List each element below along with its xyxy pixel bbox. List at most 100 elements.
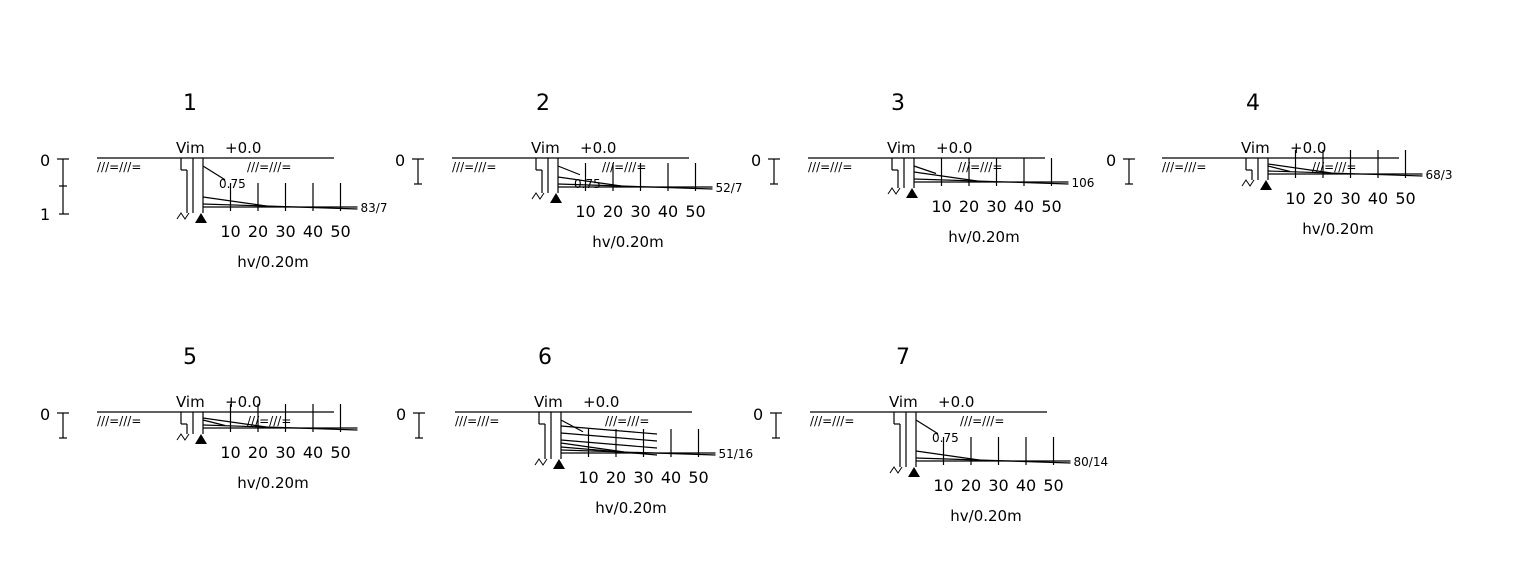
scale-label: hv/0.20m [950, 507, 1021, 525]
probe-tip-icon [550, 193, 562, 203]
axis-tick-label-50: 50 [1395, 189, 1415, 208]
axis-tick-label-30: 30 [1340, 189, 1360, 208]
resistance-profile-lower [913, 171, 978, 182]
axis-tick-label-30: 30 [275, 222, 295, 241]
resistance-band-3 [560, 439, 658, 449]
vim-label: Vim [889, 393, 918, 411]
resistance-profile-lower [202, 417, 267, 428]
axis-tick-label-10: 10 [578, 468, 598, 487]
depth-label-zero: 0 [40, 151, 50, 170]
probe-tip-icon [195, 213, 207, 223]
probe-tip-icon [906, 188, 918, 198]
resistance-profile-end [913, 178, 1069, 185]
resistance-profile-end [202, 424, 358, 431]
axis-tick-label-30: 30 [630, 202, 650, 221]
ratio-label: 0.75 [219, 177, 246, 191]
axis-tick-label-50: 50 [330, 222, 350, 241]
resistance-profile-upper [1267, 165, 1291, 173]
depth-label-zero: 0 [1106, 151, 1116, 170]
resistance-profile-upper [915, 419, 939, 435]
resistance-profile-upper [202, 165, 226, 181]
ground-water-icon [534, 458, 548, 466]
result-label: 83/7 [361, 201, 388, 215]
resistance-profile-end [1267, 170, 1423, 177]
resistance-band-2 [560, 432, 658, 442]
ground-hatch-left: ///=///= [1162, 160, 1206, 174]
resistance-profile-lower [202, 196, 267, 207]
axis-tick-label-30: 30 [633, 468, 653, 487]
ground-hatch-left: ///=///= [452, 160, 496, 174]
axis-tick-label-20: 20 [606, 468, 626, 487]
axis-tick-label-20: 20 [248, 222, 268, 241]
result-label: 106 [1072, 176, 1095, 190]
depth-label-zero: 0 [396, 405, 406, 424]
diagram-number: 3 [891, 91, 905, 116]
resistance-profile-lower [1267, 163, 1332, 174]
vim-label: Vim [534, 393, 563, 411]
diagram-number: 7 [896, 345, 910, 370]
result-label: 52/7 [716, 181, 743, 195]
resistance-profile-end [202, 203, 358, 210]
axis-tick-label-50: 50 [685, 202, 705, 221]
depth-label-zero: 0 [753, 405, 763, 424]
axis-tick-label-30: 30 [275, 443, 295, 462]
ground-hatch-right: ///=///= [958, 160, 1002, 174]
ground-water-icon [1241, 179, 1255, 187]
vim-label: Vim [176, 139, 205, 157]
resistance-profile-end [915, 457, 1071, 464]
ground-hatch-left: ///=///= [810, 414, 854, 428]
axis-tick-label-40: 40 [303, 443, 323, 462]
ground-water-icon [176, 433, 190, 441]
ground-hatch-left: ///=///= [97, 160, 141, 174]
level-label: +0.0 [583, 393, 619, 411]
ground-water-icon [531, 192, 545, 200]
resistance-band-1 [560, 425, 658, 435]
scale-label: hv/0.20m [948, 228, 1019, 246]
depth-label-zero: 0 [751, 151, 761, 170]
axis-tick-label-10: 10 [933, 476, 953, 495]
ground-hatch-right: ///=///= [960, 414, 1004, 428]
ground-hatch-right: ///=///= [605, 414, 649, 428]
resistance-profile-upper [202, 419, 226, 427]
result-label: 80/14 [1074, 455, 1109, 469]
axis-tick-label-20: 20 [1313, 189, 1333, 208]
resistance-profile-upper [913, 165, 937, 175]
axis-tick-label-50: 50 [688, 468, 708, 487]
resistance-profile-lower [915, 450, 980, 461]
probe-tip-icon [908, 467, 920, 477]
resistance-profile-upper [557, 165, 581, 176]
level-label: +0.0 [938, 393, 974, 411]
level-label: +0.0 [1290, 139, 1326, 157]
diagram-number: 5 [183, 345, 197, 370]
ground-hatch-right: ///=///= [247, 414, 291, 428]
axis-tick-label-50: 50 [330, 443, 350, 462]
axis-tick-label-30: 30 [988, 476, 1008, 495]
ratio-label: 0.75 [574, 177, 601, 191]
axis-tick-label-20: 20 [603, 202, 623, 221]
ground-hatch-right: ///=///= [1312, 160, 1356, 174]
diagram-number: 4 [1246, 91, 1260, 116]
axis-tick-label-10: 10 [575, 202, 595, 221]
depth-label-zero: 0 [395, 151, 405, 170]
axis-tick-label-20: 20 [959, 197, 979, 216]
vim-label: Vim [1241, 139, 1270, 157]
scale-label: hv/0.20m [237, 253, 308, 271]
axis-tick-label-10: 10 [931, 197, 951, 216]
ground-hatch-left: ///=///= [808, 160, 852, 174]
diagram-number: 6 [538, 345, 552, 370]
axis-tick-label-40: 40 [658, 202, 678, 221]
scale-label: hv/0.20m [592, 233, 663, 251]
ratio-label: 0.75 [932, 431, 959, 445]
level-label: +0.0 [936, 139, 972, 157]
level-label: +0.0 [225, 393, 261, 411]
result-label: 68/3 [1426, 168, 1453, 182]
axis-tick-label-20: 20 [248, 443, 268, 462]
axis-tick-label-40: 40 [1016, 476, 1036, 495]
level-label: +0.0 [580, 139, 616, 157]
resistance-profile-lower [557, 176, 622, 187]
resistance-band-4 [560, 446, 658, 456]
